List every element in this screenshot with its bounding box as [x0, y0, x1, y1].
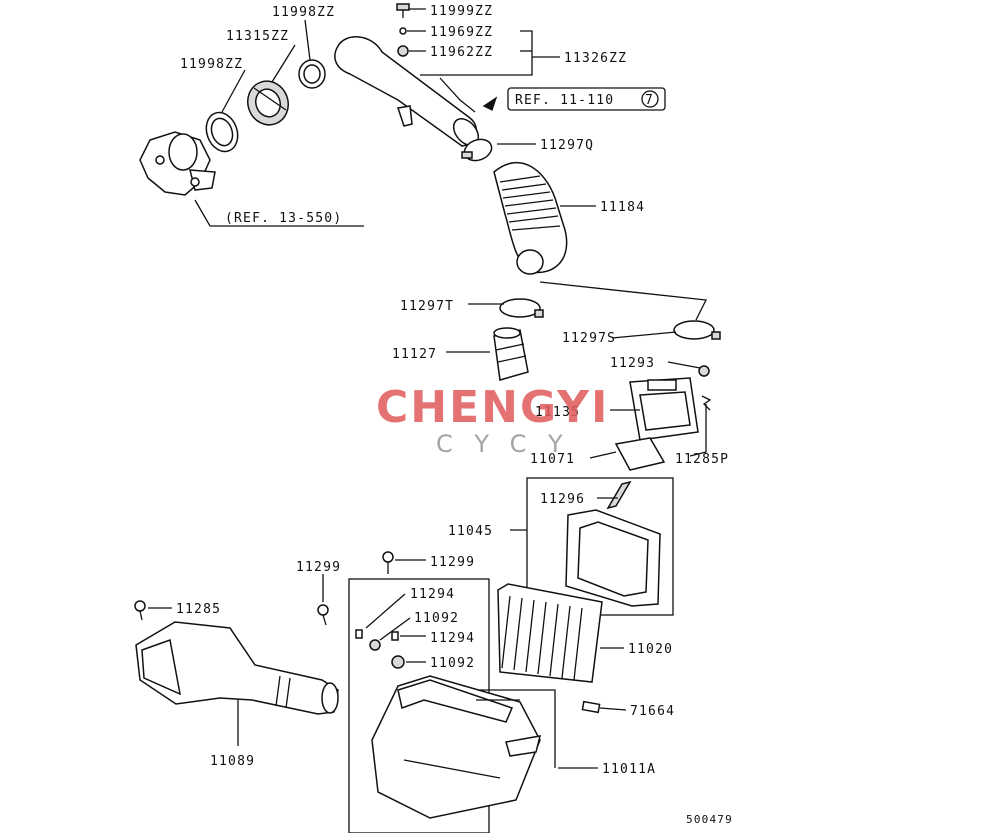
- gasket-11071: [614, 437, 666, 471]
- label-11020: 11020: [628, 642, 673, 657]
- part-labels: 11998ZZ 11999ZZ 11969ZZ 11315ZZ 11962ZZ …: [176, 4, 733, 826]
- label-11297t: 11297T: [400, 299, 454, 314]
- label-11299-left: 11299: [296, 560, 341, 575]
- watermark-sub: CYCY: [436, 430, 585, 458]
- bolt-11285: [134, 600, 146, 621]
- label-11998zz-left: 11998ZZ: [180, 57, 243, 72]
- label-11011a: 11011A: [602, 762, 656, 777]
- grommet-11962zz: [397, 45, 409, 57]
- throttle-body-assembly: [139, 131, 216, 196]
- label-11962zz: 11962ZZ: [430, 45, 493, 60]
- bolt-11299-top: [382, 551, 394, 574]
- clamp-11998zz-top: [298, 59, 326, 89]
- clamp-11297s: [673, 320, 721, 340]
- washer-11969zz: [399, 27, 407, 35]
- label-11294-a: 11294: [410, 587, 455, 602]
- clip-11296: [606, 480, 632, 510]
- air-flow-sensor-11135: [629, 377, 699, 441]
- label-11296: 11296: [540, 492, 585, 507]
- bolt-11285p: [701, 395, 712, 411]
- label-11297q: 11297Q: [540, 138, 594, 153]
- label-11297s: 11297S: [562, 331, 616, 346]
- bolt-11299-left: [317, 604, 329, 626]
- duct-11127: [493, 327, 529, 381]
- label-11089: 11089: [210, 754, 255, 769]
- label-11299-top: 11299: [430, 555, 475, 570]
- label-11315zz: 11315ZZ: [226, 29, 289, 44]
- air-cleaner-cover-11045: [565, 509, 661, 607]
- label-11135: 11135: [535, 405, 580, 420]
- air-filter-element-11020: [497, 583, 603, 683]
- label-11999zz: 11999ZZ: [430, 4, 493, 19]
- watermark: CHENGYI CYCY: [376, 382, 609, 458]
- intake-pipe-11326zz: [334, 36, 480, 147]
- coupling-11315zz: [247, 80, 289, 126]
- ref-11-110-text: REF. 11-110: [515, 93, 614, 108]
- watermark-brand: CHENGYI: [376, 382, 609, 433]
- label-71664: [581, 700, 601, 714]
- nut-11293: [698, 365, 710, 377]
- label-11969zz: 11969ZZ: [430, 25, 493, 40]
- label-11326zz: 11326ZZ: [564, 51, 627, 66]
- label-11294-b: 11294: [430, 631, 475, 646]
- air-hose-11184: [493, 161, 568, 275]
- clamp-11297q: [461, 138, 493, 162]
- air-intake-duct-11089: [135, 621, 339, 715]
- label-71664: 71664: [630, 704, 675, 719]
- leader-lines: [148, 8, 707, 769]
- small-parts-11294-11092: [355, 629, 405, 669]
- label-11184: 11184: [600, 200, 645, 215]
- label-11092-a: 11092: [414, 611, 459, 626]
- label-11998zz-top: 11998ZZ: [272, 5, 335, 20]
- label-11045: 11045: [448, 524, 493, 539]
- label-11293: 11293: [610, 356, 655, 371]
- label-11127: 11127: [392, 347, 437, 362]
- clamp-11297t: [499, 298, 544, 318]
- air-cleaner-body-11011a: [371, 675, 542, 819]
- label-11071: 11071: [530, 452, 575, 467]
- label-11285: 11285: [176, 602, 221, 617]
- ref-11-110-number: 7: [645, 93, 654, 108]
- label-11092-b: 11092: [430, 656, 475, 671]
- label-11285p: 11285P: [675, 452, 729, 467]
- ref-11-110-box: REF. 11-110 7: [507, 87, 666, 111]
- bolt-11999zz: [396, 3, 410, 18]
- label-ref-13-550: (REF. 13-550): [225, 211, 342, 226]
- clamp-11998zz-left: [205, 111, 239, 153]
- diagram-code: 500479: [686, 813, 733, 826]
